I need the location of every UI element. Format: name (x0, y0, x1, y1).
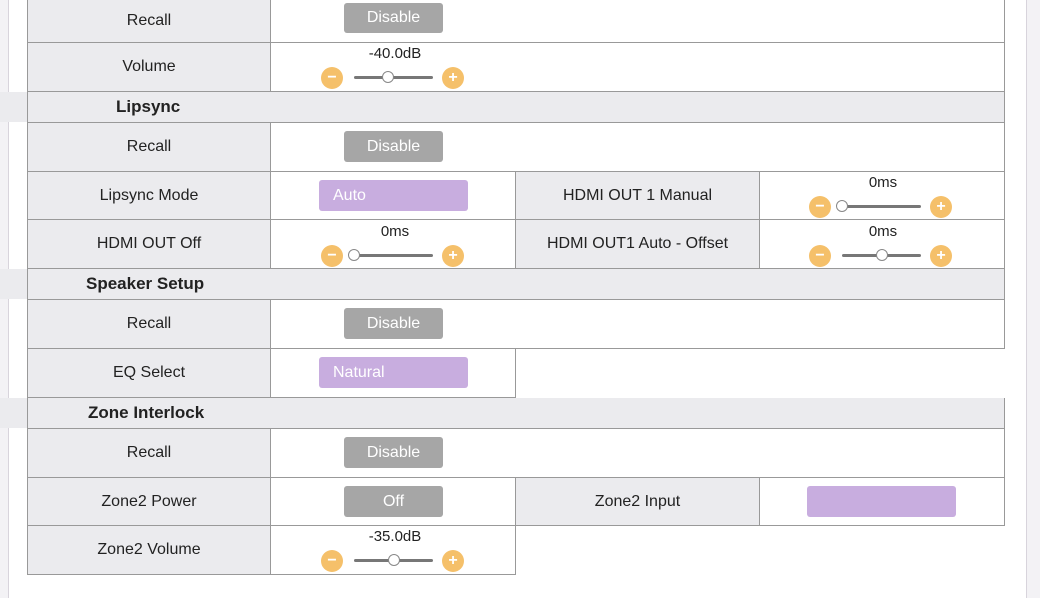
section-header-lipsync: Lipsync (0, 92, 1004, 122)
eq-select-dropdown[interactable]: Natural (319, 357, 468, 388)
recall-label-top: Recall (28, 0, 271, 42)
right-scroll-frame (1026, 0, 1040, 598)
row-separator (27, 348, 1005, 349)
row-separator (27, 219, 1005, 220)
slider-track[interactable] (354, 254, 433, 257)
hdmi-out-off-label: HDMI OUT Off (28, 220, 271, 268)
plus-icon[interactable]: + (442, 245, 464, 267)
table-border-right-lower (1004, 398, 1005, 526)
zone2-volume-slider[interactable]: -35.0dB − + (321, 525, 469, 575)
left-frame (0, 0, 9, 598)
slider-knob[interactable] (348, 249, 360, 261)
volume-label: Volume (28, 43, 271, 91)
row-separator (27, 122, 1005, 123)
recall-label-speaker: Recall (28, 300, 271, 348)
lipsync-mode-label: Lipsync Mode (28, 172, 271, 220)
hdmi-out-off-slider[interactable]: 0ms − + (321, 220, 469, 270)
slider-knob[interactable] (381, 71, 394, 83)
slider-knob[interactable] (836, 200, 848, 212)
row-separator (27, 268, 1005, 269)
zone2-volume-value: -35.0dB (368, 528, 422, 545)
recall-label-lipsync: Recall (28, 123, 271, 171)
slider-track[interactable] (842, 205, 921, 208)
lipsync-mode-select[interactable]: Auto (319, 180, 468, 211)
zone2-input-select[interactable] (807, 486, 956, 517)
section-header-zone-interlock: Zone Interlock (0, 398, 1004, 428)
plus-icon[interactable]: + (930, 245, 952, 267)
hdmi-out1-auto-offset-value: 0ms (868, 223, 898, 240)
hdmi-out1-manual-label: HDMI OUT 1 Manual (516, 172, 760, 220)
row-separator (27, 397, 516, 398)
row-separator (27, 525, 1005, 526)
row-separator (27, 428, 1005, 429)
recall-disable-button-top[interactable]: Disable (344, 3, 443, 33)
plus-icon[interactable]: + (442, 550, 464, 572)
zone2-power-label: Zone2 Power (28, 478, 271, 526)
zone2-volume-label: Zone2 Volume (28, 526, 271, 574)
hdmi-out1-manual-value: 0ms (868, 174, 898, 191)
row-separator (27, 299, 1005, 300)
recall-label-zone: Recall (28, 429, 271, 477)
plus-icon[interactable]: + (442, 67, 464, 89)
eq-select-label: EQ Select (28, 349, 271, 397)
row-separator (27, 574, 516, 575)
minus-icon[interactable]: − (321, 245, 343, 267)
row-separator (27, 42, 1005, 43)
minus-icon[interactable]: − (809, 196, 831, 218)
volume-slider[interactable]: -40.0dB − + (321, 42, 469, 92)
row-separator (27, 91, 1005, 92)
table-border-left (27, 0, 28, 575)
minus-icon[interactable]: − (321, 67, 343, 89)
table-divider-mid-zone (515, 477, 516, 575)
hdmi-out1-auto-offset-label: HDMI OUT1 Auto - Offset (516, 220, 760, 268)
table-border-right-upper (1004, 0, 1005, 349)
table-divider-mid-lipsync (515, 171, 516, 269)
hdmi-out-off-value: 0ms (380, 223, 410, 240)
row-separator (27, 171, 1005, 172)
hdmi-out1-auto-offset-slider[interactable]: 0ms − + (809, 220, 957, 270)
row-separator (27, 477, 1005, 478)
volume-value: -40.0dB (368, 45, 422, 62)
zone2-input-label: Zone2 Input (516, 478, 760, 526)
hdmi-out1-manual-slider[interactable]: 0ms − + (809, 171, 957, 221)
zone2-power-button[interactable]: Off (344, 486, 443, 517)
slider-knob[interactable] (875, 249, 888, 261)
table-divider-mid-eq (515, 349, 516, 398)
minus-icon[interactable]: − (809, 245, 831, 267)
slider-knob[interactable] (387, 554, 400, 566)
recall-disable-button-speaker[interactable]: Disable (344, 308, 443, 339)
section-header-speaker-setup: Speaker Setup (0, 269, 1004, 299)
recall-disable-button-zone[interactable]: Disable (344, 437, 443, 468)
recall-disable-button-lipsync[interactable]: Disable (344, 131, 443, 162)
minus-icon[interactable]: − (321, 550, 343, 572)
plus-icon[interactable]: + (930, 196, 952, 218)
